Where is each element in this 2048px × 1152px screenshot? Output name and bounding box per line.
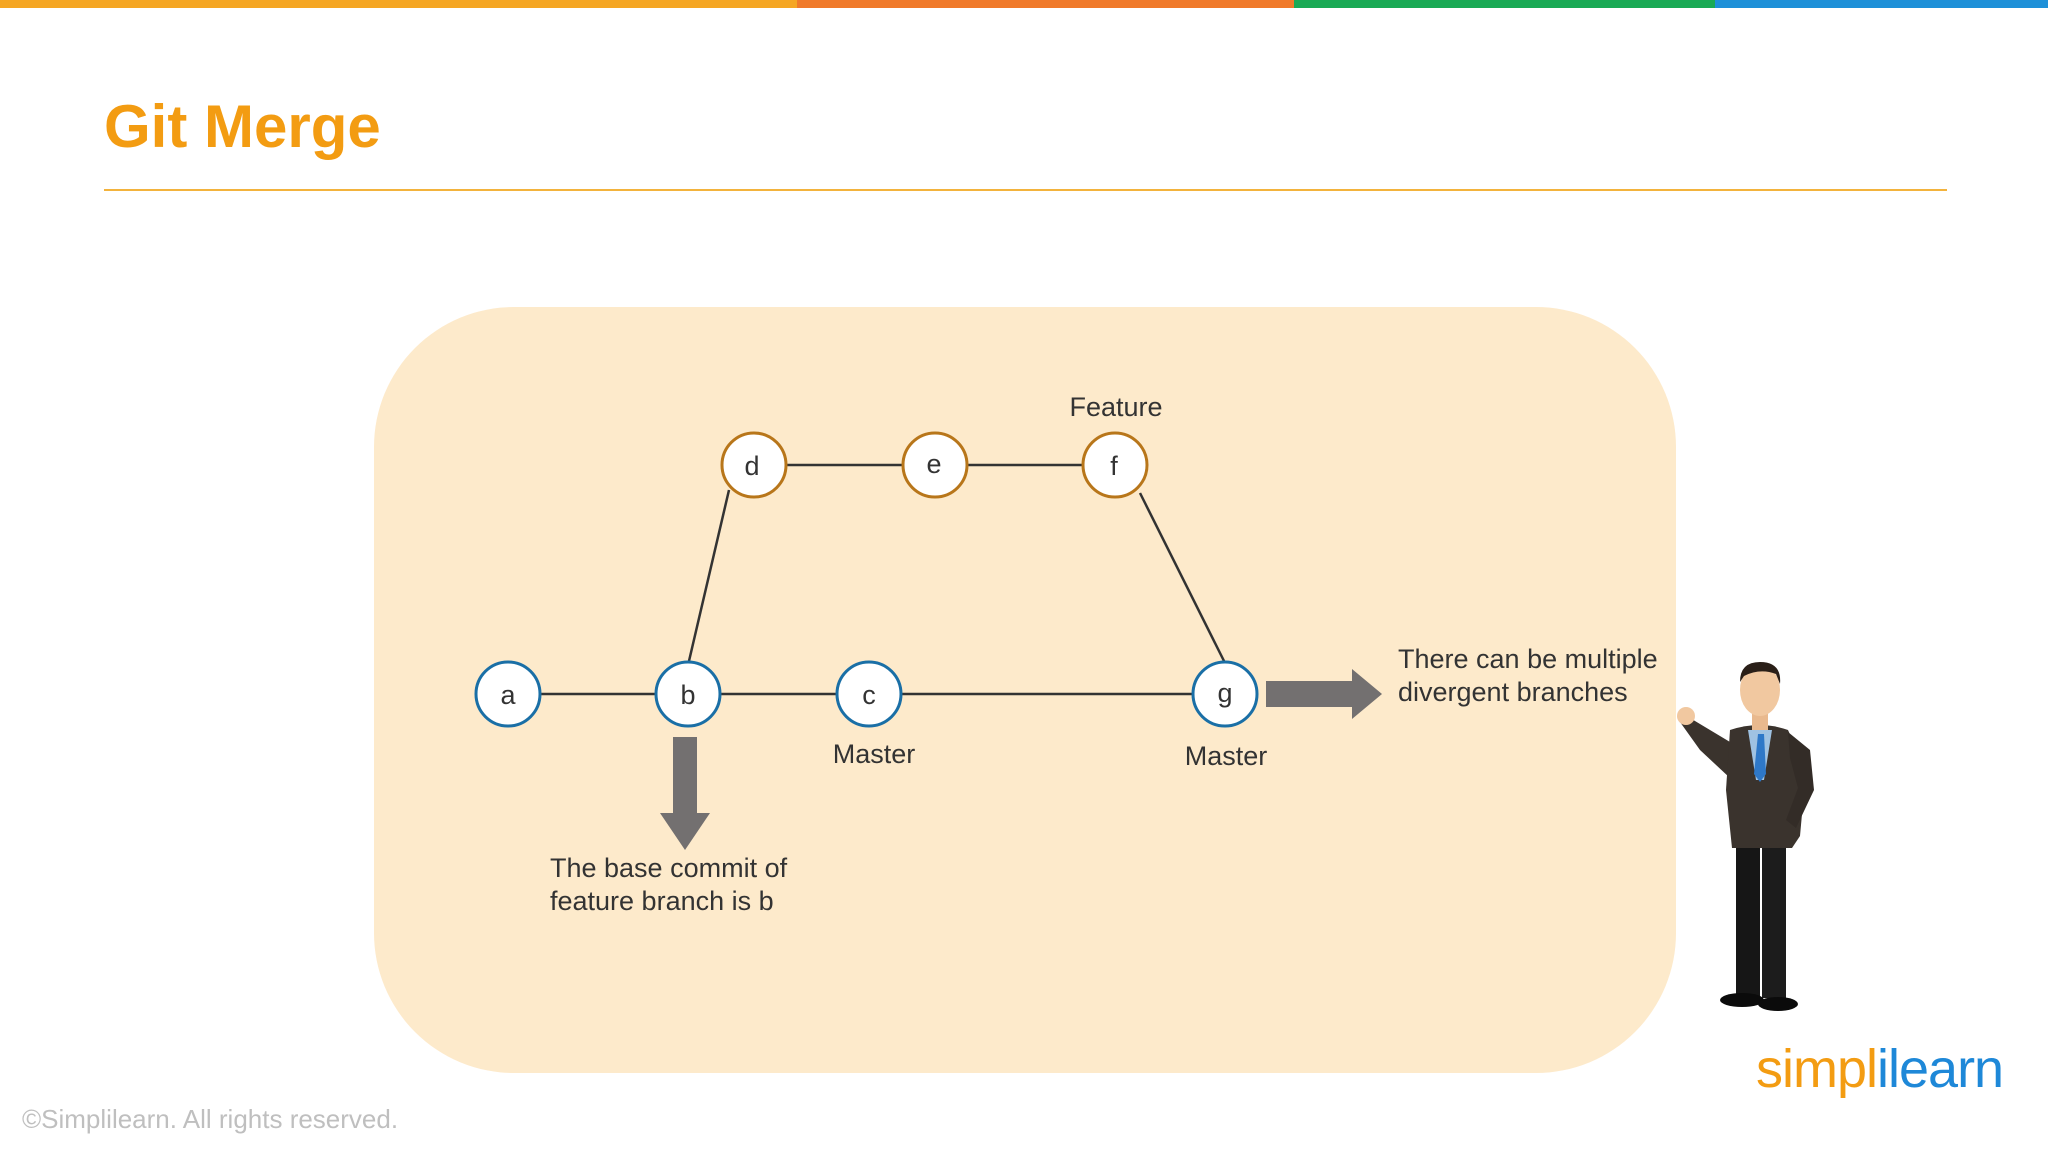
branch-label-master-c: Master [833,739,916,769]
base-commit-arrow [660,737,710,850]
commit-node-g: g [1191,660,1259,728]
logo-part-learn: learn [1888,1039,2004,1099]
divergent-note-line1: There can be multiple [1398,644,1658,674]
simplilearn-logo: simplilearn [1756,1038,2004,1100]
base-commit-note-line2: feature branch is b [550,886,774,916]
presenter-head [1740,664,1780,716]
diagram-panel [374,307,1676,1073]
base-commit-note-line1: The base commit of [550,853,788,883]
commit-node-c: c [835,660,903,728]
edge-f-g [1138,492,1226,662]
commit-label: f [1110,451,1118,481]
commit-node-d: d [720,431,788,499]
top-color-bar [0,0,2048,8]
presenter-hand [1677,707,1695,725]
presenter-jacket [1726,725,1806,848]
commit-circle [835,660,903,728]
top-bar-segment-orange [0,0,797,8]
edge-b-d [687,489,731,662]
commit-label: g [1217,678,1232,708]
commit-node-e: e [901,431,969,499]
top-bar-segment-red-orange [797,0,1294,8]
presenter-arm [1680,718,1740,778]
divergent-note-line2: divergent branches [1398,677,1628,707]
commit-circle [474,660,542,728]
commit-node-b: b [654,660,722,728]
commit-node-f: f [1081,431,1149,499]
commit-circle [1081,431,1149,499]
commit-circle [654,660,722,728]
commit-circle [1191,660,1259,728]
presenter-arm-right [1786,732,1814,828]
presenter-leg-left [1736,838,1760,998]
commit-circle [720,431,788,499]
presenter-shoe-right [1758,997,1798,1011]
commit-label: d [744,451,759,481]
logo-text: simplilearn [1756,1039,2004,1099]
top-bar-segment-blue [1715,0,2048,8]
logo-part-simpl: simpl [1756,1039,1878,1099]
logo-part-i: i [1877,1039,1889,1099]
commit-label: a [500,680,516,710]
top-bar-segment-green [1294,0,1715,8]
slide-title: Git Merge [104,93,381,160]
commit-node-a: a [474,660,542,728]
presenter-leg-right [1762,838,1786,998]
commit-circle [901,431,969,499]
commit-edges [541,463,1226,696]
commit-label: b [680,680,695,710]
commit-label: c [862,680,876,710]
presenter-tie [1754,734,1766,782]
presenter-illustration [1677,662,1814,1011]
presenter-shoe-left [1720,993,1764,1007]
title-divider [104,189,1947,191]
divergent-arrow [1266,669,1382,719]
copyright-notice: ©Simplilearn. All rights reserved. [22,1104,399,1134]
branch-label-feature: Feature [1069,392,1162,422]
presenter-hair [1740,662,1781,684]
branch-label-master-g: Master [1185,741,1268,771]
commit-label: e [926,449,941,479]
